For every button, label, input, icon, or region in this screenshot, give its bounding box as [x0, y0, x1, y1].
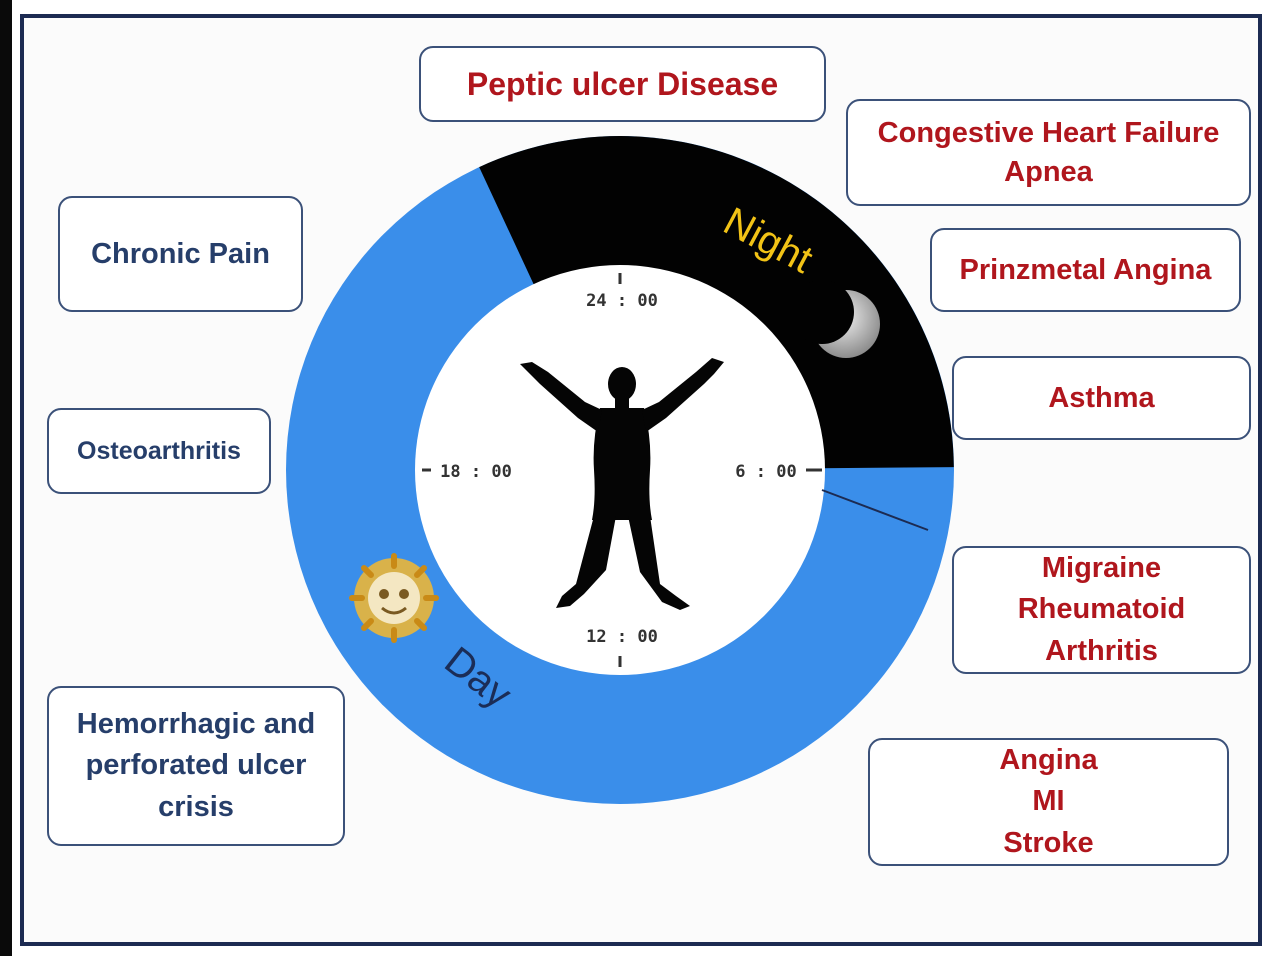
sun-icon [352, 556, 436, 640]
osteoarthritis-label: Osteoarthritis [77, 435, 241, 468]
apnea-label: Apnea [1004, 153, 1093, 191]
osteoarthritis-box: Osteoarthritis [47, 408, 271, 494]
hour-label-6: 6 : 00 [735, 462, 796, 482]
migraine-ra-box: Migraine Rheumatoid Arthritis [952, 546, 1251, 674]
peptic-ulcer-label: Peptic ulcer Disease [467, 63, 778, 105]
rheumatoid-label: Rheumatoid [1018, 589, 1186, 630]
hour-label-24: 24 : 00 [586, 291, 658, 311]
angina-mi-stroke-box: Angina MI Stroke [868, 738, 1229, 866]
peptic-ulcer-box: Peptic ulcer Disease [419, 46, 826, 122]
asthma-label: Asthma [1048, 379, 1154, 417]
asthma-box: Asthma [952, 356, 1251, 440]
chronic-pain-box: Chronic Pain [58, 196, 303, 312]
mi-label: MI [1032, 781, 1064, 822]
stroke-label: Stroke [1003, 823, 1093, 864]
hemorrhagic-ulcer-box: Hemorrhagic and perforated ulcer crisis [47, 686, 345, 846]
chf-label: Congestive Heart Failure [878, 114, 1220, 152]
hour-label-12: 12 : 00 [586, 627, 658, 647]
perforated-label: perforated ulcer [86, 745, 307, 786]
arthritis-label: Arthritis [1045, 631, 1158, 672]
crisis-label: crisis [158, 787, 234, 828]
chf-apnea-box: Congestive Heart Failure Apnea [846, 99, 1251, 206]
prinzmetal-label: Prinzmetal Angina [960, 251, 1212, 289]
prinzmetal-angina-box: Prinzmetal Angina [930, 228, 1241, 312]
angina-label: Angina [999, 740, 1097, 781]
hour-label-18: 18 : 00 [440, 462, 512, 482]
chronic-pain-label: Chronic Pain [91, 235, 270, 273]
hemorrhagic-label: Hemorrhagic and [77, 704, 316, 745]
migraine-label: Migraine [1042, 548, 1161, 589]
